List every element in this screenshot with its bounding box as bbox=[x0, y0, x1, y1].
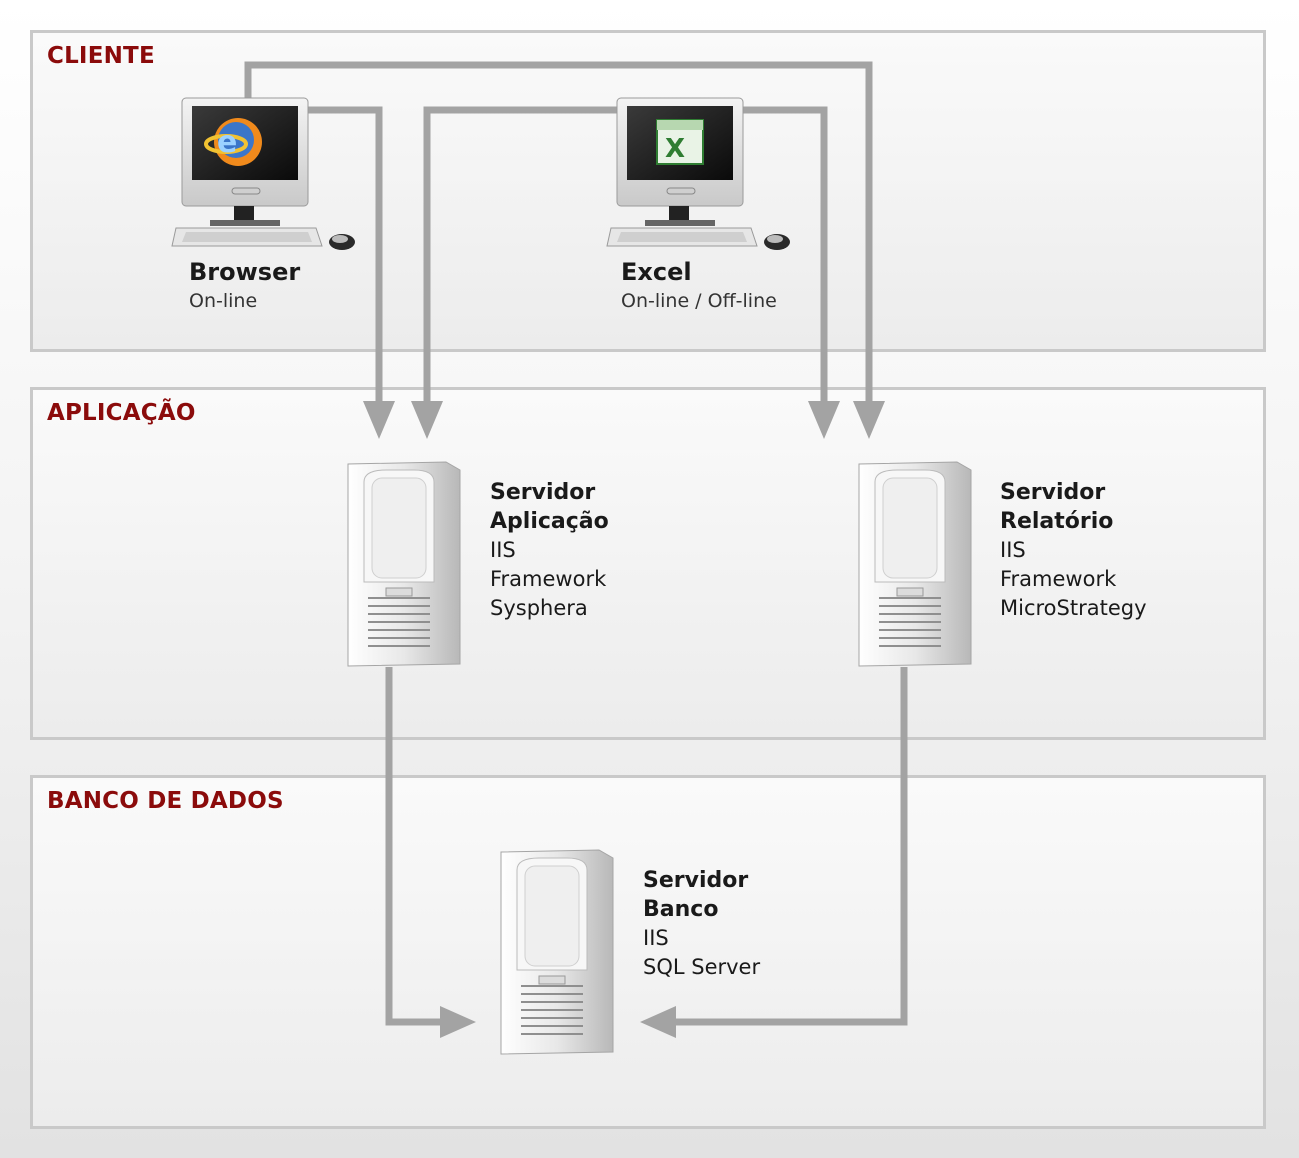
servidor-banco-label: Servidor Banco IIS SQL Server bbox=[643, 866, 760, 982]
tier-title-cliente: CLIENTE bbox=[47, 43, 155, 69]
tier-aplicacao: APLICAÇÃO bbox=[30, 387, 1266, 740]
tier-title-aplicacao: APLICAÇÃO bbox=[47, 400, 196, 426]
svg-text:e: e bbox=[217, 125, 237, 160]
servidor-aplicacao-title-1: Servidor bbox=[490, 480, 596, 505]
arrowhead-banco-right bbox=[640, 1006, 676, 1038]
browser-title: Browser bbox=[189, 258, 301, 286]
excel-computer-icon: X bbox=[606, 97, 790, 250]
arrowhead-relatorio-2 bbox=[808, 401, 840, 439]
excel-label: Excel On-line / Off-line bbox=[621, 258, 777, 316]
servidor-banco-icon bbox=[500, 849, 614, 1055]
browser-subtitle: On-line bbox=[189, 290, 258, 312]
browser-logos-icon: e bbox=[204, 118, 262, 166]
servidor-banco-item: IIS bbox=[643, 926, 669, 950]
arrow-excel-to-aplicacao bbox=[423, 106, 620, 408]
arrowhead-banco-left bbox=[440, 1006, 476, 1038]
svg-text:X: X bbox=[665, 134, 685, 164]
excel-icon: X bbox=[656, 119, 704, 165]
servidor-aplicacao-title-2: Aplicação bbox=[490, 509, 609, 534]
servidor-relatorio-label: Servidor Relatório IIS Framework MicroSt… bbox=[1000, 478, 1147, 623]
arrow-excel-to-relatorio bbox=[740, 106, 828, 408]
browser-computer-icon: e bbox=[171, 97, 355, 250]
servidor-relatorio-item: MicroStrategy bbox=[1000, 596, 1147, 620]
arrow-browser-to-relatorio bbox=[244, 61, 873, 408]
servidor-aplicacao-icon bbox=[347, 461, 461, 667]
arrow-browser-to-aplicacao bbox=[300, 106, 383, 408]
servidor-relatorio-title-1: Servidor bbox=[1000, 480, 1106, 505]
servidor-relatorio-item: IIS bbox=[1000, 538, 1026, 562]
servidor-aplicacao-item: IIS bbox=[490, 538, 516, 562]
arrow-aplicacao-to-banco bbox=[385, 667, 452, 1026]
servidor-aplicacao-item: Framework bbox=[490, 567, 607, 591]
servidor-relatorio-title-2: Relatório bbox=[1000, 509, 1114, 534]
servidor-banco-title-2: Banco bbox=[643, 897, 719, 922]
servidor-aplicacao-label: Servidor Aplicação IIS Framework Syspher… bbox=[490, 478, 609, 623]
excel-title: Excel bbox=[621, 258, 692, 286]
arrowhead-aplicacao-1 bbox=[363, 401, 395, 439]
servidor-banco-item: SQL Server bbox=[643, 955, 761, 979]
tier-banco: BANCO DE DADOS bbox=[30, 775, 1266, 1129]
servidor-relatorio-icon bbox=[858, 461, 972, 667]
arrow-relatorio-to-banco bbox=[664, 667, 908, 1026]
arrowhead-relatorio-1 bbox=[853, 401, 885, 439]
excel-subtitle: On-line / Off-line bbox=[621, 290, 777, 312]
servidor-banco-title-1: Servidor bbox=[643, 868, 749, 893]
arrowhead-aplicacao-2 bbox=[411, 401, 443, 439]
tier-title-banco: BANCO DE DADOS bbox=[47, 788, 284, 814]
servidor-relatorio-item: Framework bbox=[1000, 567, 1117, 591]
browser-label: Browser On-line bbox=[189, 258, 300, 316]
servidor-aplicacao-item: Sysphera bbox=[490, 596, 588, 620]
